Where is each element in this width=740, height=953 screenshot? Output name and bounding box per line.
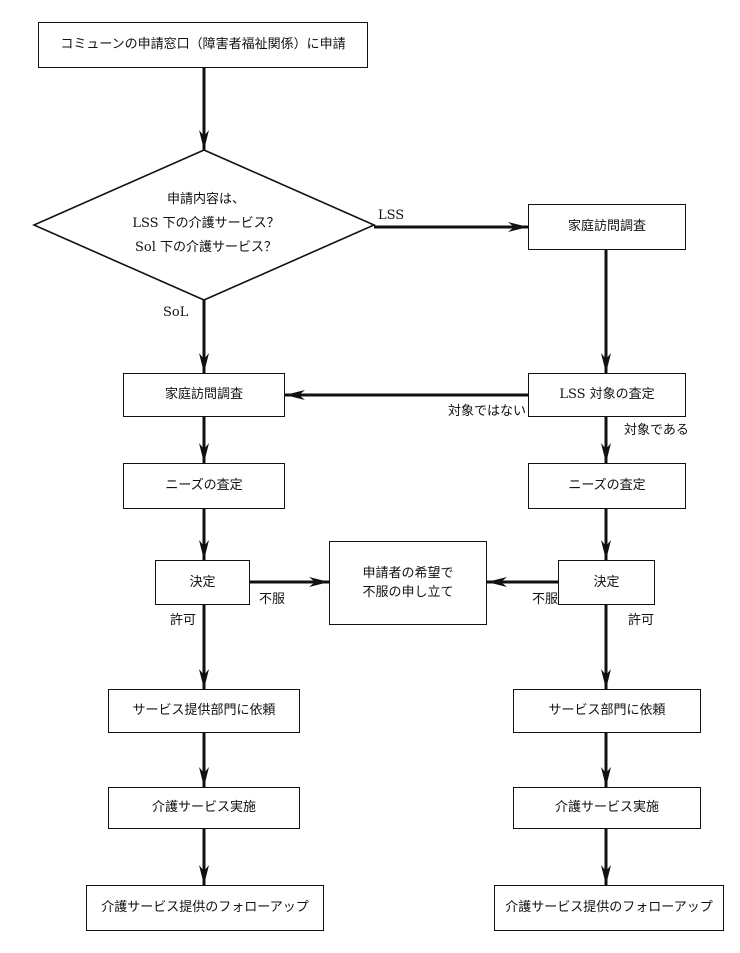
label-not-eligible: 対象ではない — [448, 404, 527, 419]
label-permit-right: 許可 — [628, 613, 655, 628]
apply-box: コミューンの申請窓口（障害者福祉関係）に申請 — [38, 22, 368, 68]
label-permit-left: 許可 — [170, 613, 197, 628]
request-right-box: サービス部門に依頼 — [513, 689, 701, 733]
label-objection-left: 不服 — [259, 592, 286, 607]
decision-line-1: 申請内容は、 — [166, 192, 245, 207]
decision-question: 申請内容は、 LSS 下の介護サービス？ Sol 下の介護サービス？ — [110, 188, 302, 260]
appeal-box: 申請者の希望で 不服の申し立て — [329, 541, 487, 625]
care-right-box: 介護サービス実施 — [513, 787, 701, 829]
followup-left-box: 介護サービス提供のフォローアップ — [86, 885, 324, 931]
label-sol: SoL — [163, 305, 189, 320]
needs-left-box: ニーズの査定 — [123, 463, 285, 509]
label-lss: LSS — [378, 208, 405, 223]
label-objection-right: 不服 — [532, 592, 559, 607]
appeal-line-1: 申請者の希望で — [362, 565, 454, 581]
appeal-line-2: 不服の申し立て — [362, 585, 454, 600]
home-visit-right-box: 家庭訪問調査 — [528, 204, 686, 250]
home-visit-left-box: 家庭訪問調査 — [123, 373, 285, 417]
followup-right-box: 介護サービス提供のフォローアップ — [494, 885, 724, 931]
needs-right-box: ニーズの査定 — [528, 463, 686, 509]
decision-line-3: Sol 下の介護サービス？ — [134, 240, 278, 255]
lss-assessment-box: LSS 対象の査定 — [528, 373, 686, 417]
decision-line-2: LSS 下の介護サービス？ — [132, 216, 280, 231]
request-left-box: サービス提供部門に依頼 — [108, 689, 300, 733]
decision-right-box: 決定 — [558, 560, 655, 605]
care-left-box: 介護サービス実施 — [108, 787, 300, 829]
label-eligible: 対象である — [624, 423, 689, 438]
decision-left-box: 決定 — [155, 560, 250, 605]
